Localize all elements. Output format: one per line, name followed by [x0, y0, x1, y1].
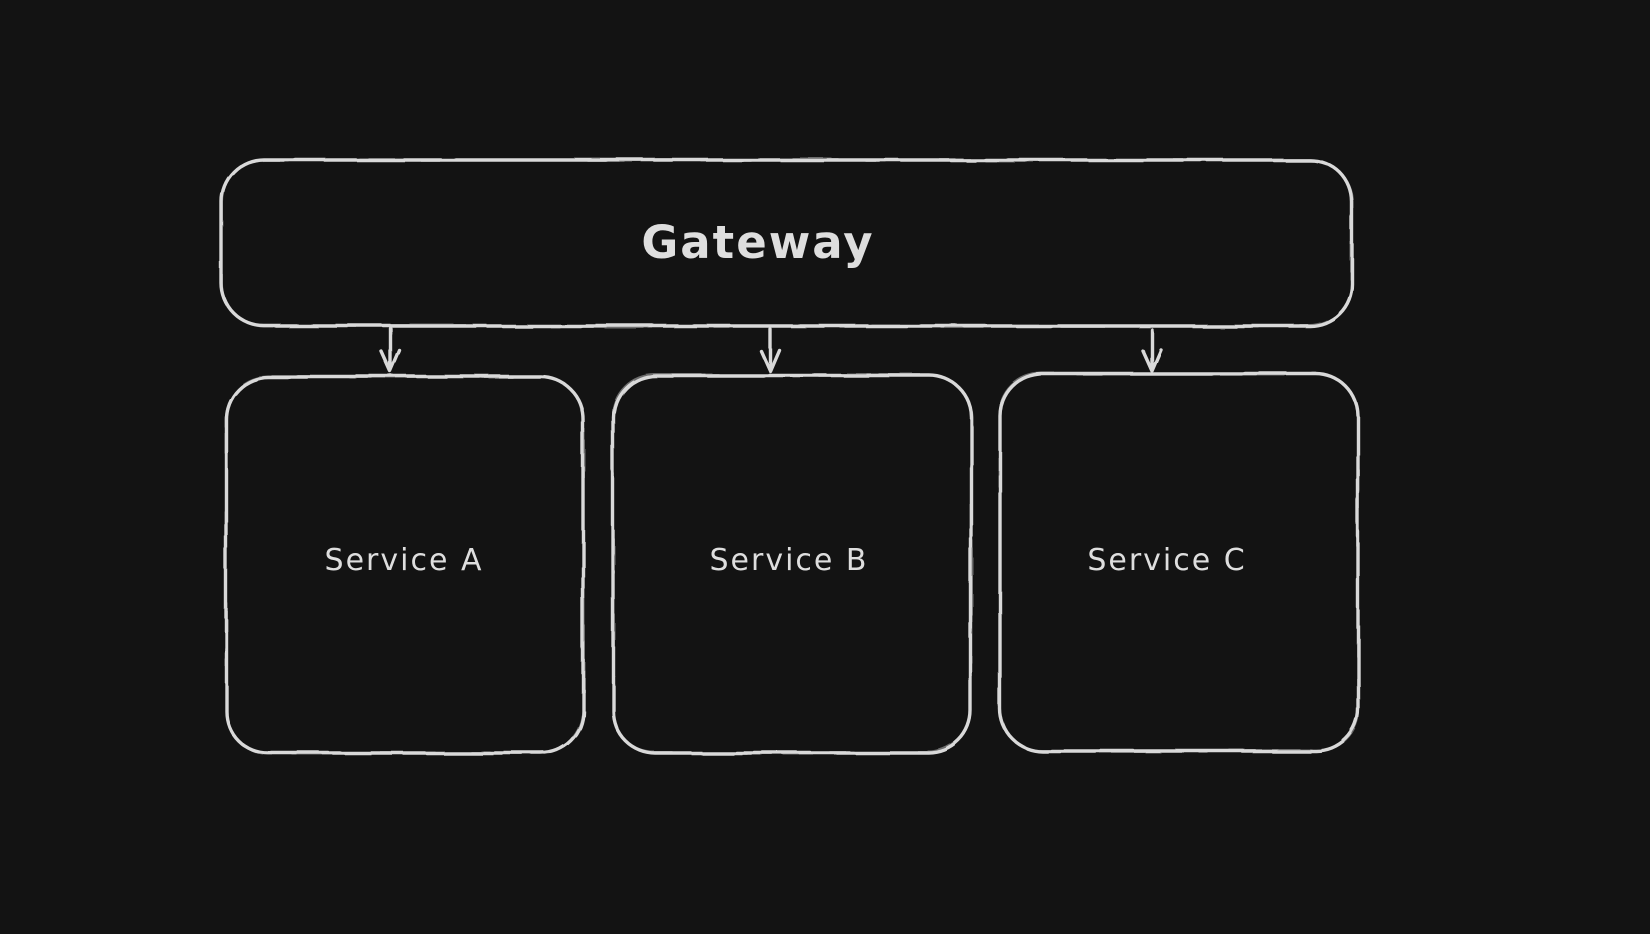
arrowhead-icon [759, 348, 781, 373]
service-c-label[interactable]: Service C [1087, 543, 1246, 578]
arrow-gateway-to-service-a[interactable] [380, 327, 402, 374]
service-b-label[interactable]: Service B [710, 543, 869, 578]
arrowhead-icon [380, 349, 402, 374]
gateway-box[interactable] [220, 158, 1354, 328]
arrow-gateway-to-service-b[interactable] [759, 327, 781, 373]
service-c-box[interactable] [998, 372, 1360, 753]
service-a-box[interactable] [224, 375, 585, 755]
arrow-gateway-to-service-c[interactable] [1141, 328, 1163, 373]
service-a-label[interactable]: Service A [325, 543, 484, 578]
gateway-label[interactable]: Gateway [641, 216, 874, 269]
service-b-box[interactable] [611, 373, 973, 755]
arrowhead-icon [1141, 348, 1163, 373]
